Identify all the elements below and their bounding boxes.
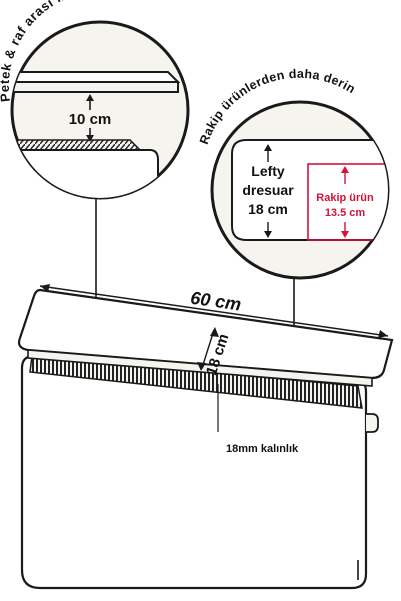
width-dimension-line [39,285,389,337]
width-label: 60 cm [189,288,242,315]
product-top-view [231,139,388,241]
depth-dimension-line [201,329,215,369]
shelf-top [17,288,394,380]
thickness-label: 18mm kalınlık [226,443,299,455]
gap-label: 10 cm [69,111,112,128]
competitor-label-line2: 13.5 cm [325,207,366,219]
competitor-label-line1: Rakip ürün [316,192,374,204]
product-label-line3: 18 cm [248,201,288,217]
radiator-grill [12,139,142,151]
product-label-line2: dresuar [242,182,294,198]
right-callout: Rakip ürünlerden daha derin Lefty dresua… [197,67,390,280]
shelf-slab [12,71,181,83]
competitor-outline [307,163,388,241]
product-label-line1: Lefty [251,163,285,179]
left-callout: Petek & raf arası mesafe 10 cm [0,0,190,200]
main-drawing: 60 cm 18 cm 18mm kalınlık [17,284,394,590]
